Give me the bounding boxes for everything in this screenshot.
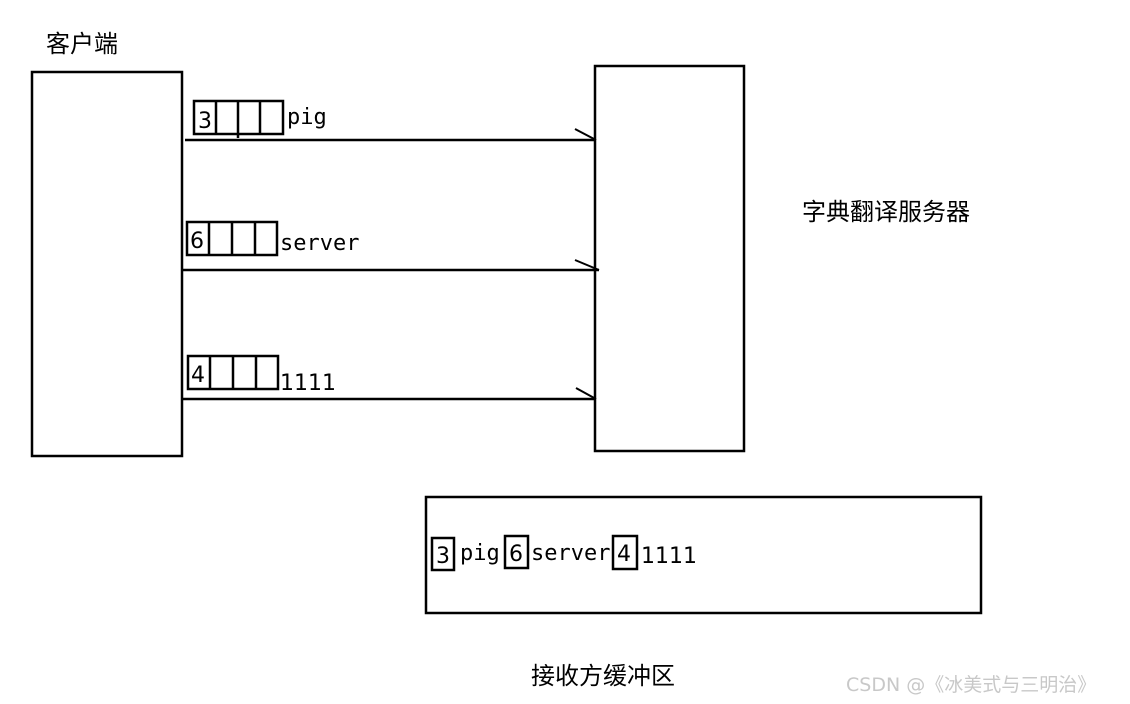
buffer-length-box-3 — [611, 534, 639, 571]
packet-3-arrow-head — [575, 387, 597, 400]
buffer-payload-3: 1111 — [641, 544, 697, 569]
packet-1-arrow-head — [574, 128, 597, 141]
packet-2: 6 server — [181, 220, 600, 272]
packet-2-length: 6 — [190, 229, 204, 254]
buffer-payload-1: pig — [460, 541, 500, 566]
buffer-length-2: 6 — [509, 542, 523, 567]
buffer-payload-2: server — [531, 541, 610, 566]
buffer-box — [424, 495, 983, 615]
buffer-length-3: 4 — [617, 542, 631, 567]
client-box — [30, 70, 184, 458]
packet-1-payload: pig — [287, 105, 327, 130]
packet-1-length: 3 — [198, 109, 212, 134]
client-label: 客户端 — [46, 30, 118, 58]
buffer-length-box-1 — [430, 536, 456, 572]
buffer-stream: 3 pig 6 server 4 1111 — [430, 534, 697, 572]
packet-1: 3 pig — [185, 99, 597, 142]
buffer-length-box-2 — [503, 534, 530, 570]
packet-3-payload: 1111 — [280, 371, 336, 396]
packet-2-payload: server — [280, 231, 359, 256]
buffer-label: 接收方缓冲区 — [531, 662, 675, 690]
server-box — [593, 64, 746, 453]
buffer-length-1: 3 — [436, 544, 450, 569]
watermark-text: CSDN @《冰美式与三明治》 — [846, 674, 1096, 696]
packet-3-length: 4 — [191, 363, 205, 388]
server-label: 字典翻译服务器 — [802, 198, 970, 226]
packet-3: 4 1111 — [183, 354, 597, 401]
packet-2-arrow-head — [574, 259, 600, 271]
